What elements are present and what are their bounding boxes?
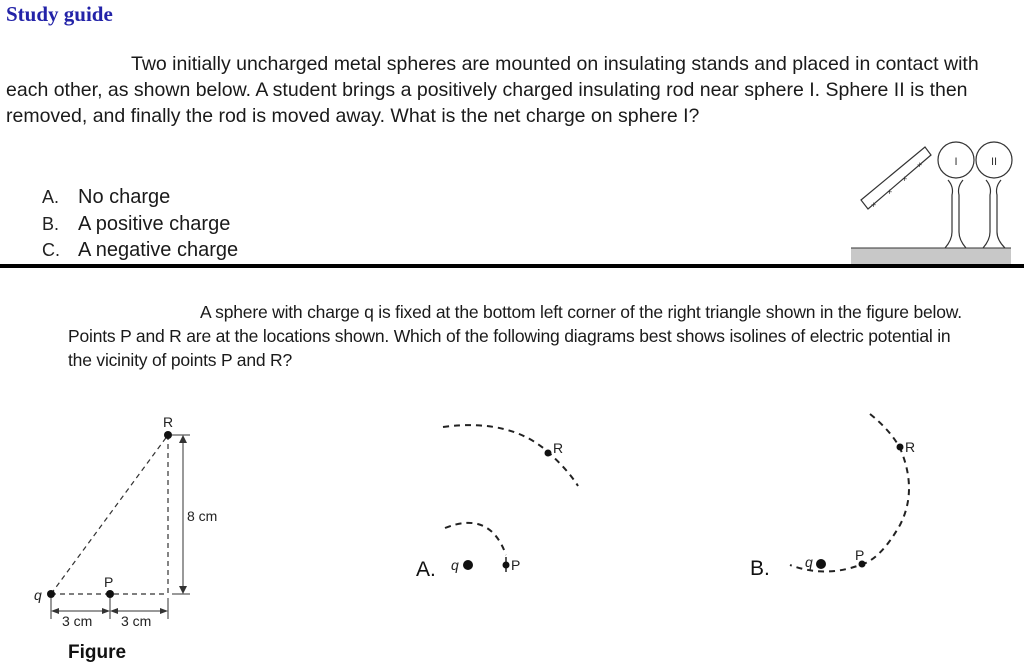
svg-text:P: P [511,557,520,573]
isoline [789,413,910,573]
triangle-figure: q P R 8 cm 3 cm 3 cm Figure [34,414,217,663]
svg-text:q: q [805,554,813,570]
svg-text:+: + [887,187,892,197]
question-1-text: Two initially uncharged metal spheres ar… [6,53,979,127]
svg-text:+: + [871,200,876,210]
section-divider [0,264,1024,268]
dim-8cm-label: 8 cm [187,508,217,524]
choice-a-letter: A. [416,558,436,581]
sphere-i-icon: I [937,141,975,249]
charge-q-dot [816,559,826,569]
svg-text:I: I [954,156,957,168]
svg-text:q: q [451,557,459,573]
charge-q-dot [463,560,473,570]
option-a[interactable]: A.No charge [42,186,171,208]
option-b[interactable]: B.A positive charge [42,212,231,235]
point-r-dot [896,443,904,451]
isoline-inner [444,521,507,556]
charge-q-dot [47,590,55,598]
choice-b-letter: B. [750,557,770,580]
page-title: Study guide [6,2,113,26]
svg-text:q: q [34,587,42,603]
svg-text:R: R [905,439,915,455]
dim-right-label: 3 cm [121,613,151,629]
point-p-dot [502,561,510,569]
svg-text:R: R [553,440,563,456]
point-p-dot [106,590,114,598]
question-2-text: A sphere with charge q is fixed at the b… [68,302,962,370]
choice-b-diagram[interactable]: R q P B. [740,400,940,590]
spheres-figure: + + + + I II [851,141,1013,266]
option-c[interactable]: C.A negative charge [42,239,239,261]
svg-text:P: P [104,574,113,590]
dim-left-label: 3 cm [62,613,92,629]
svg-text:+: + [902,174,907,184]
svg-text:P: P [855,547,864,563]
figure-caption: Figure [68,642,126,663]
svg-text:II: II [991,156,997,168]
question-1-options: A.No charge B.A positive charge C.A nega… [42,184,238,264]
point-r-dot [544,449,552,457]
svg-text:R: R [163,414,173,430]
ground-platform [851,248,1011,266]
point-p-dot [858,560,866,568]
svg-text:+: + [917,160,922,170]
choice-a-diagram[interactable]: R q P A. [400,410,600,590]
charged-rod-icon: + + + + [860,146,932,210]
sphere-ii-icon: II [975,141,1013,249]
point-r-dot [164,431,172,439]
